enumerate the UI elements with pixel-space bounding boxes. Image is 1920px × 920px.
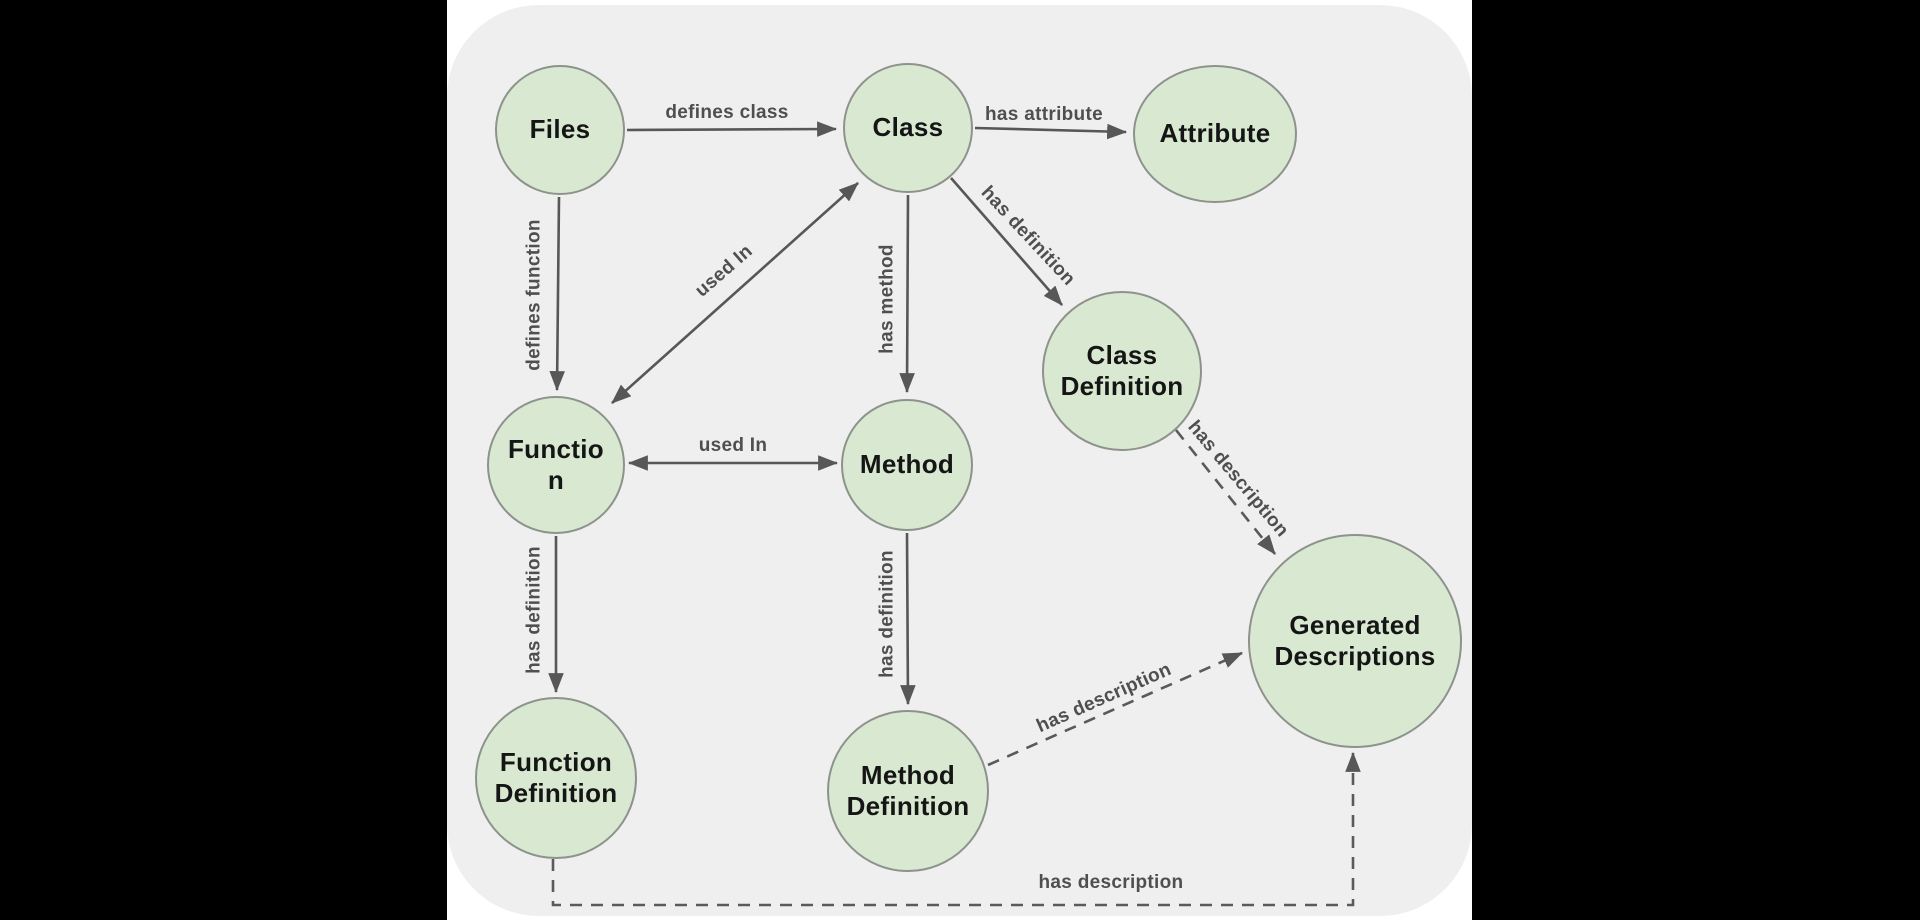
node-attribute-label: Attribute xyxy=(1159,118,1271,149)
node-attribute[interactable]: Attribute xyxy=(1133,65,1297,203)
node-method[interactable]: Method xyxy=(841,399,973,531)
node-class-label: Class xyxy=(872,112,944,143)
node-function-label: Function xyxy=(508,433,604,495)
node-class-definition-label: Class Definition xyxy=(1060,339,1184,401)
node-function-definition[interactable]: Function Definition xyxy=(475,697,637,859)
node-method-definition[interactable]: Method Definition xyxy=(827,710,989,872)
node-method-definition-label: Method Definition xyxy=(846,759,970,821)
node-method-label: Method xyxy=(859,449,955,480)
node-files-label: Files xyxy=(529,114,591,145)
node-function-definition-label: Function Definition xyxy=(494,746,618,808)
node-class-definition[interactable]: Class Definition xyxy=(1042,291,1202,451)
node-function[interactable]: Function xyxy=(487,396,625,534)
node-class[interactable]: Class xyxy=(843,63,973,193)
node-generated-descriptions[interactable]: Generated Descriptions xyxy=(1248,534,1462,748)
node-generated-descriptions-label: Generated Descriptions xyxy=(1274,609,1436,671)
node-files[interactable]: Files xyxy=(495,65,625,195)
